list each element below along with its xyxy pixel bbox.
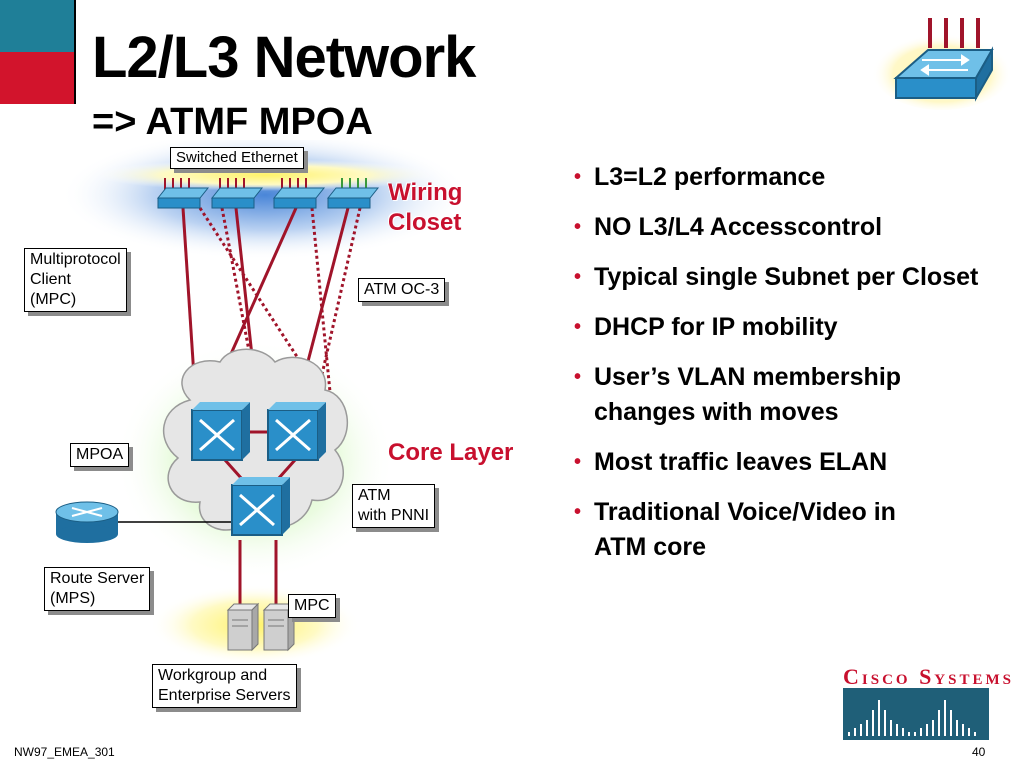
company-logo-text: Cisco Systems xyxy=(843,664,1014,689)
mpc-client-label: Multiprotocol Client (MPC) xyxy=(24,248,127,312)
bullet-item: •Typical single Subnet per Closet xyxy=(574,263,979,291)
lan-switch-icon xyxy=(156,178,210,209)
page-number: 40 xyxy=(972,745,986,759)
mpoa-label: MPOA xyxy=(70,443,130,467)
slide-code: NW97_EMEA_301 xyxy=(14,745,115,759)
atm-oc3-label: ATM OC-3 xyxy=(358,278,446,302)
bullet-list: •L3=L2 performance •NO L3/L4 Accesscontr… xyxy=(574,160,994,580)
atm-pnni-label: ATM with PNNI xyxy=(352,484,436,528)
atm-switch-icon xyxy=(191,402,250,461)
network-diagram xyxy=(55,140,470,665)
bullet-item: •Most traffic leaves ELAN xyxy=(574,448,888,476)
lan-switch-icon xyxy=(326,178,380,209)
bullet-item: •NO L3/L4 Accesscontrol xyxy=(574,213,883,241)
bullet-item: •Traditional Voice/Video in ATM core xyxy=(574,498,896,561)
core-layer-label: Core Layer xyxy=(388,439,514,466)
atm-switch-icon xyxy=(231,477,290,536)
atm-cloud xyxy=(162,348,349,531)
bullet-item: •User’s VLAN membership changes with mov… xyxy=(574,363,902,426)
router-icon xyxy=(55,501,119,543)
page-subtitle: => ATMF MPOA xyxy=(92,101,373,143)
bullet-item: •DHCP for IP mobility xyxy=(574,313,838,341)
lan-switch-icon xyxy=(272,178,326,209)
atm-switch-icon xyxy=(267,402,326,461)
corner-square-teal xyxy=(0,0,74,52)
lan-switch-icon xyxy=(210,178,264,209)
switch-icon xyxy=(872,18,1012,110)
wiring-closet-label: Wiring Closet xyxy=(388,179,463,236)
mpc-label: MPC xyxy=(288,594,336,618)
page-title: L2/L3 Network xyxy=(92,25,476,90)
server-icon xyxy=(226,602,260,652)
corner-square-red xyxy=(0,52,74,104)
cisco-bridge-logo xyxy=(843,688,989,740)
route-server-label: Route Server (MPS) xyxy=(44,567,151,611)
bullet-item: •L3=L2 performance xyxy=(574,163,826,191)
switched-ethernet-label: Switched Ethernet xyxy=(170,147,304,169)
corner-divider xyxy=(74,0,76,104)
workgroup-servers-label: Workgroup and Enterprise Servers xyxy=(152,664,297,708)
